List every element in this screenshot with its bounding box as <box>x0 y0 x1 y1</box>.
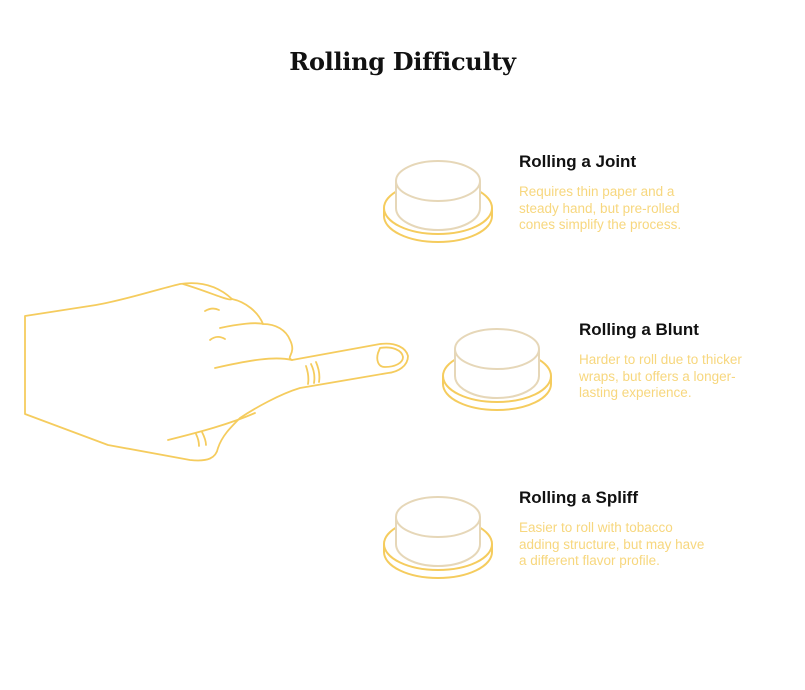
pointing-hand-icon <box>24 282 409 462</box>
item-description: Easier to roll with tobacco adding struc… <box>519 520 705 568</box>
item-description: Requires thin paper and a steady hand, b… <box>519 184 682 232</box>
push-button-icon <box>442 328 552 411</box>
page-title: Rolling Difficulty <box>289 47 516 76</box>
item-rolling-blunt: Rolling a Blunt Harder to roll due to th… <box>579 320 805 402</box>
item-description: Harder to roll due to thicker wraps, but… <box>579 352 742 400</box>
item-rolling-joint: Rolling a Joint Requires thin paper and … <box>519 152 759 234</box>
push-button-icon <box>383 160 493 243</box>
item-heading: Rolling a Spliff <box>519 488 638 507</box>
item-heading: Rolling a Blunt <box>579 320 699 339</box>
push-button-icon <box>383 496 493 579</box>
item-heading: Rolling a Joint <box>519 152 637 171</box>
item-rolling-spliff: Rolling a Spliff Easier to roll with tob… <box>519 488 759 570</box>
